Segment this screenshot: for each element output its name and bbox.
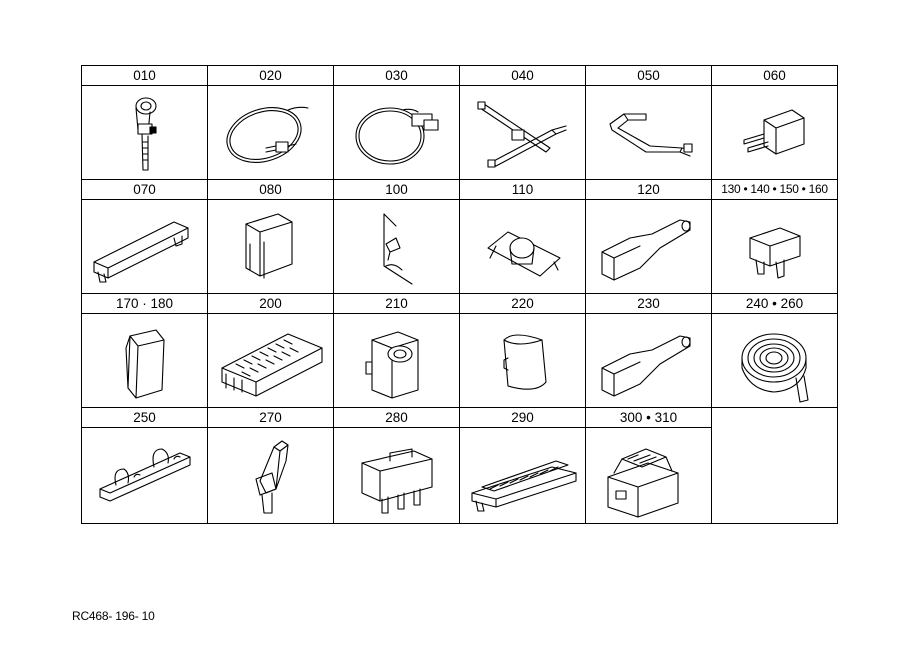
terminal-cap-icon <box>124 328 165 399</box>
part-label: 170 · 180 <box>81 293 208 314</box>
lever-clip-icon <box>254 439 289 514</box>
part-cell <box>585 85 712 180</box>
part-label: 130 • 140 • 150 • 160 <box>711 179 838 200</box>
fuse-strip-icon <box>470 459 577 512</box>
part-label: 300 • 310 <box>585 407 712 428</box>
part-cell <box>207 199 334 294</box>
part-cell <box>207 313 334 408</box>
image-row <box>81 427 838 524</box>
part-label: 040 <box>459 65 586 86</box>
part-cell <box>459 85 586 180</box>
image-row <box>81 85 838 180</box>
relay-holder-icon <box>364 330 419 399</box>
band-clamp-icon <box>354 106 439 165</box>
part-label: 020 <box>207 65 334 86</box>
cable-tie-mount-icon <box>134 96 157 171</box>
part-label: 100 <box>333 179 460 200</box>
empty-cell <box>711 427 838 524</box>
tapered-sleeve-icon <box>600 334 691 397</box>
part-label: 120 <box>585 179 712 200</box>
multi-pin-connector-icon <box>220 332 323 397</box>
blade-terminal-icon <box>742 108 805 155</box>
drawing-reference: RC468- 196- 10 <box>72 609 155 623</box>
bracket-plate-icon <box>382 212 413 285</box>
part-cell <box>81 427 208 524</box>
connector-boot-icon <box>244 212 293 279</box>
part-label: 070 <box>81 179 208 200</box>
part-label: 290 <box>459 407 586 428</box>
parts-grid: 010 020 030 040 050 060 <box>81 65 838 524</box>
wire-clip-icon <box>608 112 693 157</box>
part-label: 030 <box>333 65 460 86</box>
part-cell <box>333 427 460 524</box>
part-label: 060 <box>711 65 838 86</box>
part-cell <box>459 199 586 294</box>
part-cell <box>81 313 208 408</box>
label-row: 010 020 030 040 050 060 <box>81 65 838 86</box>
part-label: 110 <box>459 179 586 200</box>
part-cell <box>333 85 460 180</box>
relay-box-icon <box>606 447 679 518</box>
wire-retainer-icon <box>98 447 191 502</box>
part-label: 250 <box>81 407 208 428</box>
part-label: 080 <box>207 179 334 200</box>
part-label: 220 <box>459 293 586 314</box>
grommet-clip-icon <box>486 230 561 277</box>
part-label: 010 <box>81 65 208 86</box>
part-cell <box>459 313 586 408</box>
part-cell <box>81 199 208 294</box>
label-row: 250 270 280 290 300 • 310 <box>81 407 838 428</box>
part-label: 200 <box>207 293 334 314</box>
cross-cable-tie-icon <box>476 100 567 168</box>
part-cell <box>333 199 460 294</box>
part-cell <box>711 313 838 408</box>
tape-roll-icon <box>740 332 809 403</box>
image-row <box>81 313 838 408</box>
long-cover-icon <box>92 220 189 283</box>
part-label: 230 <box>585 293 712 314</box>
part-cell <box>585 199 712 294</box>
tapered-sleeve-icon <box>600 218 691 281</box>
part-cell <box>711 85 838 180</box>
label-row: 170 · 180 200 210 220 230 240 • 260 <box>81 293 838 314</box>
hose-clamp-band-icon <box>225 106 309 163</box>
part-label: 280 <box>333 407 460 428</box>
part-cell <box>333 313 460 408</box>
part-label: 270 <box>207 407 334 428</box>
label-row: 070 080 100 110 120 130 • 140 • 150 • 16… <box>81 179 838 200</box>
part-cell <box>207 85 334 180</box>
part-cell <box>207 427 334 524</box>
blade-fuse-icon <box>748 226 801 279</box>
part-cell <box>585 313 712 408</box>
three-pin-relay-icon <box>360 447 433 514</box>
part-cell <box>459 427 586 524</box>
part-label: 050 <box>585 65 712 86</box>
part-label: 210 <box>333 293 460 314</box>
rubber-boot-icon <box>502 333 547 390</box>
part-cell <box>81 85 208 180</box>
image-row <box>81 199 838 294</box>
empty-label <box>711 407 838 428</box>
part-label: 240 • 260 <box>711 293 838 314</box>
part-cell <box>585 427 712 524</box>
part-cell <box>711 199 838 294</box>
